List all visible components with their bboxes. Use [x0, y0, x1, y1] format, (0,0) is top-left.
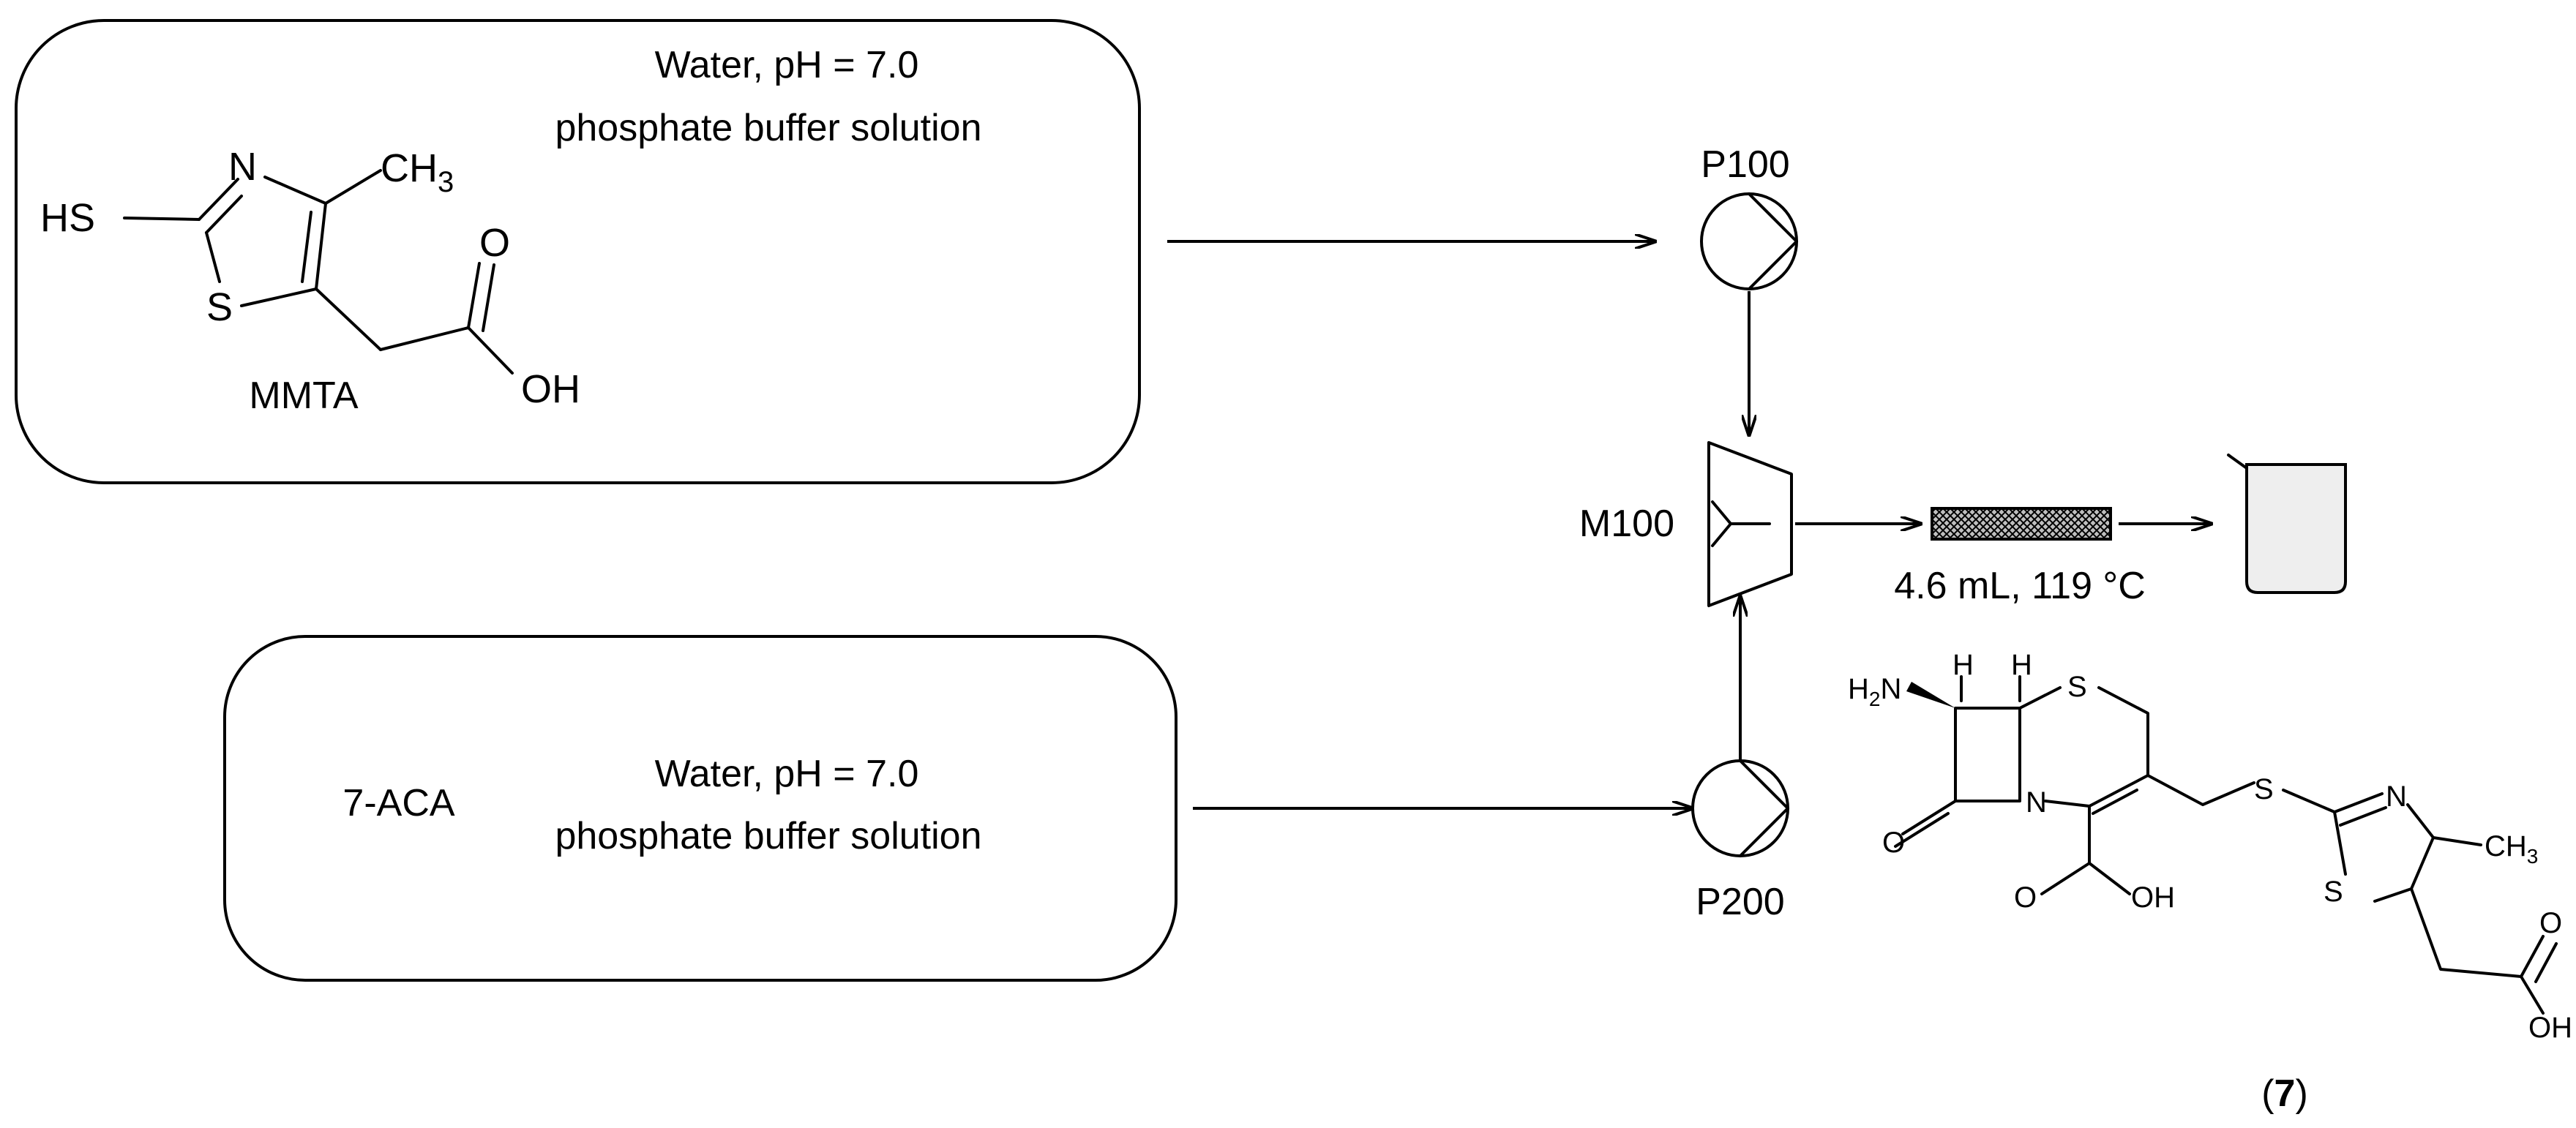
bond-c2-n-double	[205, 195, 243, 234]
bond-co-lactam	[1901, 800, 1957, 835]
bond-c-o-double	[482, 263, 495, 332]
bond-cooh-oh	[2088, 862, 2131, 895]
bond-ch2-link	[2146, 774, 2255, 806]
pump-p100-label: P100	[1701, 143, 1789, 186]
pump-p200-body	[1691, 759, 1789, 857]
atom-s: S	[206, 285, 233, 329]
beta-lactam-ring	[1954, 707, 2021, 802]
mixer-m100: M100	[1579, 441, 1793, 607]
atom-h2n: H2N	[1848, 673, 1901, 710]
bond-thz-n	[2333, 792, 2384, 813]
feed-box-7aca-frame	[223, 635, 1177, 982]
bond-c-oh	[467, 326, 514, 375]
bond-hs-c2	[123, 217, 201, 221]
atom-n-thz: N	[2386, 781, 2407, 813]
mixer-m100-label: M100	[1579, 503, 1674, 545]
bond-s-ch2-c3	[2097, 686, 2149, 777]
beaker-body	[2245, 463, 2347, 594]
reactor-conditions: 4.6 mL, 119 °C	[1894, 565, 2146, 607]
mmta-structure: HS N S CH3 O OH MMTA	[40, 145, 580, 417]
reactor-coil: 4.6 mL, 119 °C	[1894, 507, 2146, 607]
atom-o-carbonyl: O	[1882, 827, 1905, 859]
collection-beaker	[2227, 454, 2347, 594]
bond-thz-ch2	[2410, 887, 2523, 978]
atom-oh-acid: OH	[2131, 881, 2175, 914]
mixer-m100-body	[1707, 441, 1793, 607]
mmta-compound-name: MMTA	[249, 375, 359, 417]
pump-p200-label: P200	[1696, 881, 1784, 923]
atom-o: O	[479, 221, 510, 265]
feed-box-mmta-frame	[15, 19, 1141, 484]
bond-c3-c4	[2088, 774, 2149, 808]
atom-s-link: S	[2254, 773, 2274, 805]
atom-o-acid: O	[2014, 881, 2037, 914]
bond-tail-co	[2520, 935, 2545, 978]
atom-h-b: H	[2011, 649, 2032, 681]
bond-c4-ch3	[324, 169, 382, 205]
bond-tail-oh	[2520, 975, 2545, 1015]
atom-oh: OH	[521, 367, 580, 411]
atom-h-a: H	[1952, 649, 1974, 681]
pump-p200-symbol	[1739, 759, 1789, 857]
pump-p100: P100	[1700, 143, 1798, 290]
bond-thz-ch3	[2432, 836, 2482, 846]
bond-thz-ring-bottom	[2373, 887, 2413, 903]
atom-ch3-thz: CH3	[2485, 830, 2538, 868]
bond-c2-s	[205, 231, 221, 283]
pump-p100-symbol	[1748, 192, 1798, 290]
bond-tail-co-double	[2534, 942, 2558, 983]
bond-co-lactam-double	[1894, 812, 1950, 848]
bond-c5-ch2	[315, 287, 382, 351]
mmta-conditions-line2: phosphate buffer solution	[555, 107, 981, 149]
atom-n: N	[228, 145, 257, 189]
pump-p200: P200	[1691, 759, 1789, 923]
bond-c6-s	[2018, 686, 2062, 710]
bond-n-c4	[263, 176, 327, 205]
bond-c2-n	[198, 178, 239, 221]
bond-c3-c4-double	[2092, 789, 2138, 815]
7aca-conditions-line2: phosphate buffer solution	[555, 815, 981, 857]
bond-s-thz	[2282, 789, 2336, 813]
atom-ch3: CH3	[381, 146, 454, 198]
feed-box-mmta: Water, pH = 7.0 phosphate buffer solutio…	[15, 19, 1141, 484]
bond-c4-c5-double	[301, 211, 312, 283]
beaker-spout	[2227, 454, 2248, 470]
bond-thz-ring-right	[2406, 803, 2435, 890]
bond-c-o	[467, 262, 481, 329]
7aca-reagent-label: 7-ACA	[342, 782, 454, 824]
bond-c4-cooh	[2040, 805, 2091, 895]
bond-thz-ring-left	[2333, 811, 2347, 876]
packed-bed-reactor	[1931, 507, 2112, 541]
atom-o-tail: O	[2539, 907, 2562, 939]
atom-s-ring: S	[2067, 671, 2087, 703]
atom-hs: HS	[40, 196, 95, 240]
bond-ch2-c	[379, 326, 470, 351]
7aca-conditions-line1: Water, pH = 7.0	[655, 753, 919, 795]
feed-box-7aca: 7-ACA Water, pH = 7.0 phosphate buffer s…	[223, 635, 1177, 982]
bond-c4-c5	[315, 202, 327, 290]
product-label: (7)	[2261, 1072, 2308, 1115]
product-structure: H2N H H S N O O OH S N S CH3 O OH (7)	[1848, 649, 2572, 1115]
pump-p100-body	[1700, 192, 1798, 290]
mixer-m100-impeller	[1711, 500, 1771, 547]
wedge-amine	[1906, 682, 1955, 708]
atom-oh-tail: OH	[2528, 1012, 2572, 1044]
mmta-conditions-line1: Water, pH = 7.0	[655, 44, 919, 86]
atom-s-thz: S	[2324, 876, 2343, 908]
atom-n-ring: N	[2026, 786, 2047, 819]
bond-c5-s	[240, 287, 318, 307]
bond-thz-n-double	[2339, 806, 2387, 827]
bond-c4-n	[2044, 800, 2091, 808]
